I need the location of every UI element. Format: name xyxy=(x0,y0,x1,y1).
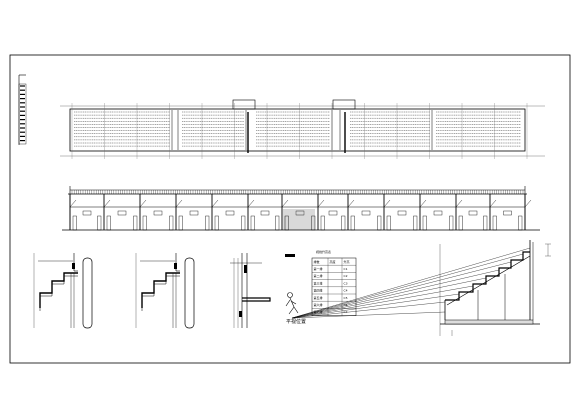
viewer-figure xyxy=(285,292,299,315)
sheet-border xyxy=(9,54,571,364)
table-cell: 第四排 xyxy=(314,288,323,293)
table-cell: 排数 xyxy=(314,259,320,264)
table-cell: 第二排 xyxy=(314,273,323,278)
legend-swatch xyxy=(285,254,295,257)
plan-stair-tower-right xyxy=(332,99,356,110)
table-cell: C7 xyxy=(344,310,348,314)
table-cell: C2 xyxy=(344,274,348,278)
viewer-caption: 平视位置 xyxy=(286,318,306,325)
table-cell: C1 xyxy=(344,267,348,271)
table-cell: 升高 xyxy=(344,259,350,264)
plan-seating-rows xyxy=(74,110,521,150)
sight-lines xyxy=(291,247,531,319)
table-cell: C4 xyxy=(344,289,348,293)
table-cell: 第七排 xyxy=(314,309,323,314)
plan-stair-tower-left xyxy=(232,99,256,110)
table-cell: 第一排 xyxy=(314,266,323,271)
stand-plan-view xyxy=(60,99,545,159)
step-detail-2 xyxy=(135,252,195,329)
plan-grid-axes xyxy=(71,103,528,159)
step-detail-1 xyxy=(33,252,93,329)
table-cell: 高度 xyxy=(330,259,336,264)
legend-title: 视线升高表 xyxy=(316,249,331,254)
step-detail-3 xyxy=(229,252,271,329)
table-cell: C3 xyxy=(344,281,348,285)
table-cell: C5 xyxy=(344,296,348,300)
table-cell: 第三排 xyxy=(314,280,323,285)
plan-outline xyxy=(69,108,526,152)
table-cell: C6 xyxy=(344,303,348,307)
table-cell: 第六排 xyxy=(314,302,323,307)
title-block xyxy=(18,74,27,145)
stand-elevation-view xyxy=(62,186,540,231)
elevation-bays xyxy=(69,190,532,231)
table-cell: 第五排 xyxy=(314,295,323,300)
stand-section xyxy=(439,240,551,336)
